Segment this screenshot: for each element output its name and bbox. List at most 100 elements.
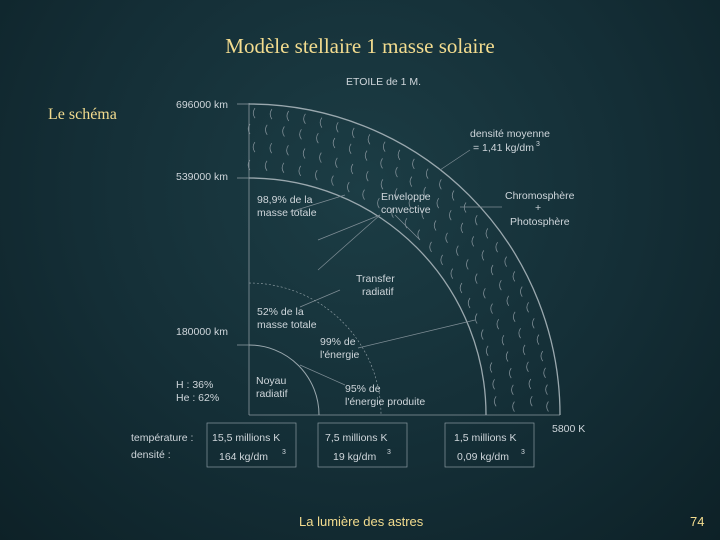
convection-swirl bbox=[433, 220, 437, 231]
density-label-1: densité moyenne bbox=[470, 128, 550, 140]
convection-swirl bbox=[303, 113, 306, 125]
convection-swirl bbox=[540, 350, 544, 362]
convection-swirl bbox=[451, 190, 455, 201]
convection-swirl bbox=[269, 108, 273, 120]
convection-swirl bbox=[512, 311, 516, 323]
convection-swirl bbox=[440, 254, 443, 266]
convection-swirl bbox=[481, 329, 484, 340]
table-box-core bbox=[206, 422, 297, 468]
plus-label: + bbox=[535, 202, 541, 214]
diagram-heading: ETOILE de 1 M. bbox=[346, 76, 421, 88]
convection-swirl bbox=[316, 132, 319, 144]
convection-swirl bbox=[412, 158, 415, 170]
mass989-label-2: masse totale bbox=[257, 207, 317, 219]
convection-swirl bbox=[499, 279, 502, 291]
convection-swirl bbox=[425, 168, 429, 179]
convection-swirl bbox=[299, 129, 302, 140]
pointer-energy95 bbox=[299, 364, 346, 386]
convection-swirl bbox=[532, 318, 535, 329]
convection-swirl bbox=[286, 145, 289, 156]
section-label: Le schéma bbox=[48, 106, 117, 123]
convection-swirl bbox=[511, 384, 514, 396]
core-temperature: 15,5 millions K bbox=[212, 432, 280, 444]
chromosphere-label: Chromosphère bbox=[505, 190, 575, 202]
convection-swirl bbox=[319, 117, 323, 128]
convection-swirl bbox=[485, 228, 489, 239]
convection-swirl bbox=[512, 271, 516, 282]
composition-he: He : 62% bbox=[176, 392, 219, 404]
row-density-label: densité : bbox=[131, 449, 171, 461]
convection-swirl bbox=[505, 351, 509, 362]
convection-swirl bbox=[394, 188, 398, 199]
pointer-mass989 bbox=[289, 194, 346, 213]
convection-swirl bbox=[286, 110, 290, 122]
envelope-label-1: Enveloppe bbox=[381, 191, 431, 203]
convection-swirl bbox=[545, 384, 548, 395]
core-label-1: Noyau bbox=[256, 375, 287, 387]
table-box-convective bbox=[444, 422, 535, 468]
convection-swirl bbox=[380, 179, 384, 190]
convection-swirl bbox=[485, 345, 489, 357]
convection-swirl bbox=[335, 157, 338, 169]
convection-swirl bbox=[528, 378, 532, 390]
convection-swirl bbox=[362, 189, 365, 200]
energy99-label-1: 99% de bbox=[320, 336, 356, 348]
radiative-temperature: 7,5 millions K bbox=[325, 432, 387, 444]
convection-swirl bbox=[520, 286, 523, 297]
convection-swirl bbox=[366, 170, 369, 182]
convection-swirl bbox=[460, 222, 464, 234]
convection-swirl bbox=[496, 318, 500, 330]
convection-swirl bbox=[298, 165, 302, 177]
convection-swirl bbox=[350, 163, 354, 175]
mass989-label-1: 98,9% de la bbox=[257, 194, 313, 206]
pointer-mass52 bbox=[299, 289, 341, 308]
convective-density: 0,09 kg/dm bbox=[457, 451, 509, 463]
convection-swirl bbox=[409, 176, 413, 187]
convective-boundary-arc bbox=[248, 177, 487, 416]
convection-swirl bbox=[436, 197, 440, 209]
convection-swirl bbox=[264, 160, 268, 172]
pointer-energy99 bbox=[357, 319, 476, 349]
convective-temperature: 1,5 millions K bbox=[454, 432, 516, 444]
convection-swirl bbox=[319, 152, 322, 163]
convection-swirl bbox=[474, 313, 478, 324]
pointer-transfer bbox=[317, 214, 381, 271]
convection-swirl bbox=[543, 367, 546, 379]
convection-swirl bbox=[459, 282, 463, 294]
convection-swirl bbox=[495, 241, 498, 253]
convection-swirl bbox=[466, 259, 469, 270]
convection-swirl bbox=[467, 297, 471, 309]
convection-swirl bbox=[377, 197, 380, 209]
convection-swirl bbox=[506, 295, 510, 307]
convection-swirl bbox=[429, 241, 432, 253]
transfer-label-1: Transfer bbox=[356, 273, 395, 285]
convection-swirl bbox=[509, 367, 512, 379]
row-temperature-label: température : bbox=[131, 432, 193, 444]
core-arc bbox=[248, 344, 320, 416]
convection-swirl bbox=[475, 273, 478, 284]
convection-swirl bbox=[501, 334, 505, 346]
convection-swirl bbox=[408, 197, 412, 209]
table-box-radiative bbox=[317, 422, 408, 468]
page-number: 74 bbox=[690, 514, 705, 529]
radiative-density: 19 kg/dm bbox=[333, 451, 376, 463]
energy95-label-2: l'énergie produite bbox=[345, 396, 425, 408]
convection-swirl bbox=[518, 327, 521, 339]
surface-arc bbox=[248, 103, 561, 416]
convection-swirl bbox=[475, 214, 478, 226]
convection-swirl bbox=[252, 141, 256, 153]
radius-outer: 696000 km bbox=[176, 99, 228, 111]
convection-swirl bbox=[483, 288, 486, 299]
convection-swirl bbox=[347, 181, 350, 193]
convection-swirl bbox=[445, 232, 448, 244]
convection-swirl bbox=[336, 122, 339, 133]
mass52-label-2: masse totale bbox=[257, 319, 317, 331]
convection-swirl bbox=[456, 245, 459, 256]
convection-swirl bbox=[536, 334, 540, 345]
convection-swirl bbox=[281, 162, 285, 174]
convection-swirl bbox=[348, 143, 352, 155]
convection-swirl bbox=[471, 236, 475, 247]
convection-swirl bbox=[352, 127, 355, 139]
convection-swirls bbox=[247, 107, 549, 412]
